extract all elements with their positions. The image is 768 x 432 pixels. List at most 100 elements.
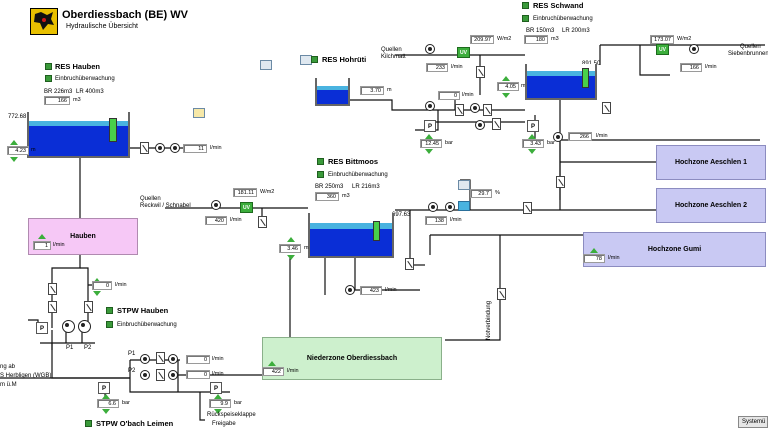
- res-hauben-br: BR 226m3: [44, 89, 73, 95]
- res-hohruti-level: 3.70: [360, 86, 384, 95]
- pressure-sensor[interactable]: P: [424, 120, 436, 132]
- valve-icon[interactable]: [483, 104, 492, 116]
- pump-p1-icon[interactable]: [62, 320, 75, 333]
- unit-label: l/min: [462, 92, 474, 98]
- res-hauben-tank: [27, 112, 130, 158]
- pressure-sensor-1[interactable]: P: [98, 382, 110, 394]
- res-bittmoos-altitude: 697.63: [392, 212, 411, 218]
- niederzone-value: 422: [262, 367, 284, 376]
- valve-icon[interactable]: [497, 288, 506, 300]
- res-schwand-alarm-icon: [522, 15, 529, 22]
- pressure-sensor-2[interactable]: P: [210, 382, 222, 394]
- res-bittmoos-flow-out: 138: [425, 216, 447, 225]
- zone-aeschlen-1[interactable]: Hochzone Aeschlen 1: [656, 145, 766, 180]
- valve-icon[interactable]: [84, 301, 93, 313]
- valve-icon[interactable]: [405, 258, 414, 270]
- navigate-icon[interactable]: [458, 180, 470, 190]
- unit-label: l/min: [705, 64, 717, 70]
- down-arrow-icon[interactable]: [214, 409, 222, 414]
- valve-icon[interactable]: [258, 216, 267, 228]
- navigate-icon[interactable]: [260, 60, 272, 70]
- notverbindung-label: Notverbindung: [486, 300, 492, 340]
- up-arrow-icon[interactable]: [214, 394, 222, 399]
- res-bittmoos-level: 3.46: [279, 244, 301, 253]
- res-hauben-level: 4.23: [7, 146, 29, 155]
- stpw-obach-flow1: 0: [186, 355, 210, 364]
- pump-icon[interactable]: [470, 103, 480, 113]
- document-icon[interactable]: [193, 108, 205, 118]
- unit-label: bar: [122, 400, 130, 406]
- up-arrow-icon[interactable]: [102, 394, 110, 399]
- stpw-obach-flow2: 0: [186, 370, 210, 379]
- hauben-label: Hauben: [70, 233, 96, 240]
- page-title: Oberdiessbach (BE) WV: [62, 9, 188, 21]
- stpw-hauben-status-icon: [106, 307, 113, 314]
- unit-label: l/min: [450, 217, 462, 223]
- flow-meter-icon: [428, 202, 438, 212]
- valve-icon[interactable]: [556, 176, 565, 188]
- res-bittmoos-tank: [308, 213, 394, 258]
- pump-icon[interactable]: [475, 120, 485, 130]
- unit-label: bar: [547, 140, 555, 146]
- up-arrow-icon[interactable]: [93, 278, 101, 283]
- pump-p2-icon[interactable]: [78, 320, 91, 333]
- down-arrow-icon[interactable]: [425, 149, 433, 154]
- res-schwand-status-icon: [522, 2, 529, 9]
- up-arrow-icon[interactable]: [502, 76, 510, 81]
- quellen-sieben-label: Siebenbrunnen: [728, 51, 768, 57]
- res-schwand-alarm-label: Einbruchüberwachung: [533, 16, 593, 22]
- uv-unit-3[interactable]: UV: [240, 202, 253, 213]
- valve-icon[interactable]: [476, 66, 485, 78]
- up-arrow-icon[interactable]: [10, 140, 18, 145]
- up-arrow-icon[interactable]: [268, 361, 276, 366]
- unit-label: l/min: [212, 356, 224, 362]
- valve-icon[interactable]: [455, 104, 464, 116]
- valve-icon[interactable]: [523, 202, 532, 214]
- uv-unit[interactable]: UV: [457, 47, 470, 58]
- uv-unit-2[interactable]: UV: [656, 44, 669, 55]
- valve-icon[interactable]: [492, 118, 501, 130]
- unit-label: l/min: [385, 287, 397, 293]
- res-schwand-lr: LR 200m3: [562, 28, 590, 34]
- res-bittmoos-uv: 181.11: [233, 188, 257, 197]
- valve-icon[interactable]: [602, 102, 611, 114]
- system-button[interactable]: Systemü: [738, 416, 768, 428]
- pressure-sensor[interactable]: P: [527, 120, 539, 132]
- res-schwand-pressure: 12.45: [420, 139, 442, 148]
- up-arrow-icon[interactable]: [38, 234, 46, 239]
- zone-niederzone[interactable]: Niederzone Oberdiessbach: [262, 337, 442, 380]
- res-schwand-uv2: 173.07: [650, 35, 674, 44]
- pump-icon[interactable]: [140, 370, 150, 380]
- res-bittmoos-alarm-label: Einbruchüberwachung: [328, 172, 388, 178]
- stpw-obach-status-icon: [85, 420, 92, 427]
- down-arrow-icon[interactable]: [10, 157, 18, 162]
- freigabe-label: Freigabe: [212, 421, 236, 427]
- up-arrow-icon[interactable]: [287, 237, 295, 242]
- control-valve-icon[interactable]: [458, 201, 470, 211]
- down-arrow-icon[interactable]: [502, 93, 510, 98]
- down-arrow-icon[interactable]: [528, 149, 536, 154]
- res-bittmoos-valve-pct: 29.7: [470, 189, 492, 198]
- zone-gumi[interactable]: Hochzone Gumi: [583, 232, 766, 267]
- valve-icon[interactable]: [48, 283, 57, 295]
- pump-icon[interactable]: [140, 354, 150, 364]
- down-arrow-icon[interactable]: [287, 255, 295, 260]
- stpw-obach-pressure2: 9.9: [209, 399, 231, 408]
- res-hauben-altitude: 772.68: [8, 114, 27, 120]
- unit-label: l/min: [451, 64, 463, 70]
- up-arrow-icon[interactable]: [528, 134, 536, 139]
- down-arrow-icon[interactable]: [93, 291, 101, 296]
- valve-icon[interactable]: [140, 142, 149, 154]
- flow-meter-icon: [211, 200, 221, 210]
- zone-aeschlen-2[interactable]: Hochzone Aeschlen 2: [656, 188, 766, 223]
- valve-icon[interactable]: [156, 352, 165, 364]
- up-arrow-icon[interactable]: [590, 248, 598, 253]
- down-arrow-icon[interactable]: [102, 409, 110, 414]
- pressure-sensor[interactable]: P: [36, 322, 48, 334]
- res-schwand-uv: 209.97: [470, 35, 494, 44]
- valve-icon[interactable]: [48, 301, 57, 313]
- flow-meter-icon: [168, 354, 178, 364]
- up-arrow-icon[interactable]: [425, 134, 433, 139]
- valve-icon[interactable]: [156, 369, 165, 381]
- res-bittmoos-lr: LR 216m3: [352, 184, 380, 190]
